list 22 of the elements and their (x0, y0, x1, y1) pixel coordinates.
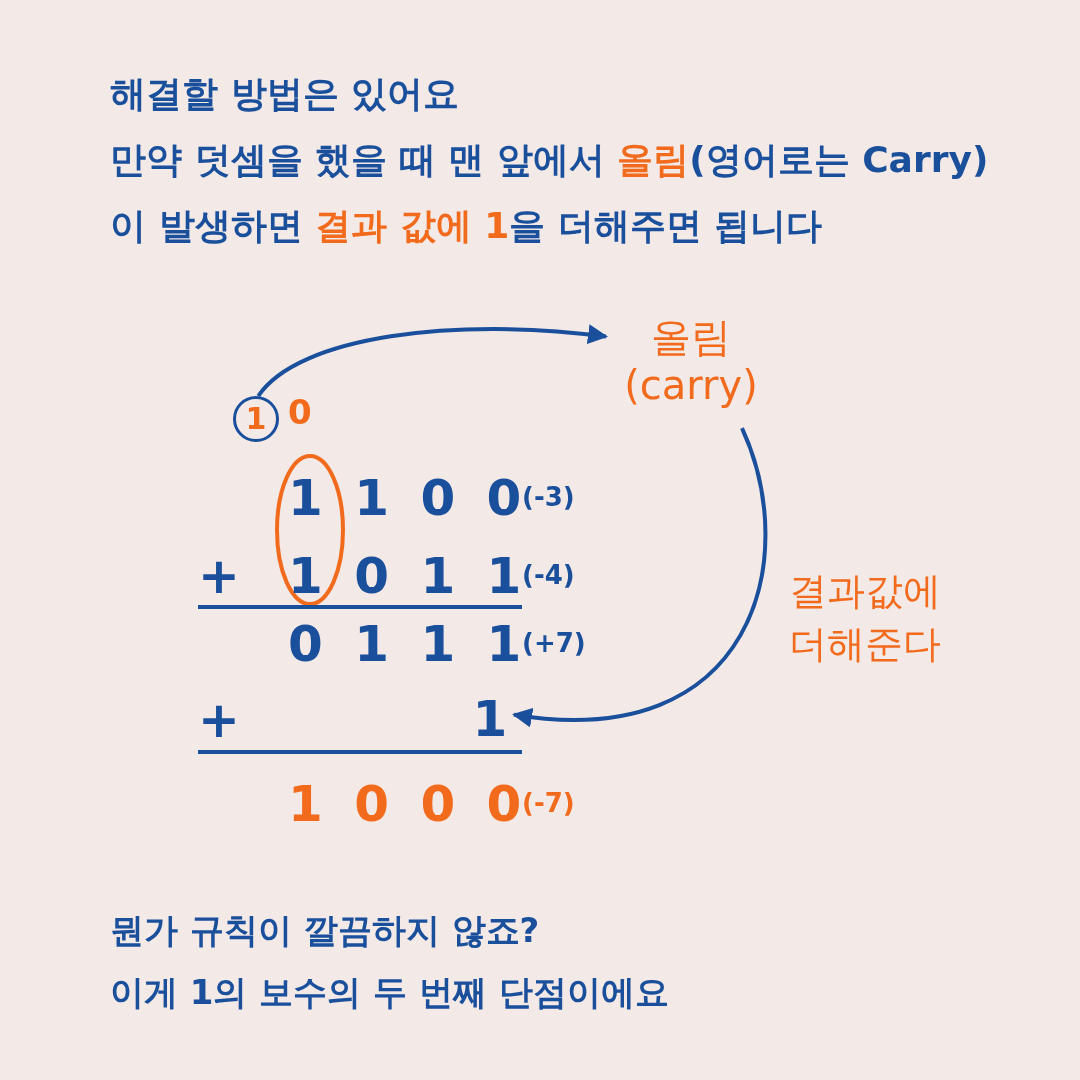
heading-text: 해결할 방법은 있어요 (110, 72, 460, 116)
closing-text: 뭔가 규칙이 깔끔하지 않죠? (110, 910, 540, 951)
heading-text: 만약 덧셈을 했을 때 맨 앞에서 올림(영어로는 Carry) (110, 138, 989, 182)
binary-number: 1 1 0 0 (288, 468, 522, 528)
plus-sign: + (198, 690, 240, 750)
curved-arrow (256, 324, 608, 398)
binary-number: 0 1 1 1 (288, 614, 522, 674)
curved-arrow (512, 427, 768, 727)
decimal-value: (+7) (522, 628, 586, 660)
decimal-value: (-7) (522, 788, 575, 820)
closing-text: 이게 1의 보수의 두 번째 단점이에요 (110, 972, 669, 1013)
plus-sign: + (198, 546, 240, 606)
decimal-value: (-4) (522, 560, 575, 592)
added-digit: 1 (470, 688, 510, 750)
carry-note: 올림 (carry) (606, 300, 776, 422)
decimal-value: (-3) (522, 482, 575, 514)
binary-number: 1 0 0 0 (288, 774, 522, 834)
carry-digit: 0 (288, 392, 312, 433)
circled-carry-digit: 1 (233, 396, 279, 442)
binary-number: 1 0 1 1 (288, 546, 522, 606)
heading-text: 이 발생하면 결과 값에 1을 더해주면 됩니다 (110, 204, 823, 248)
edge-label: 결과값에 더해준다 (788, 568, 942, 669)
